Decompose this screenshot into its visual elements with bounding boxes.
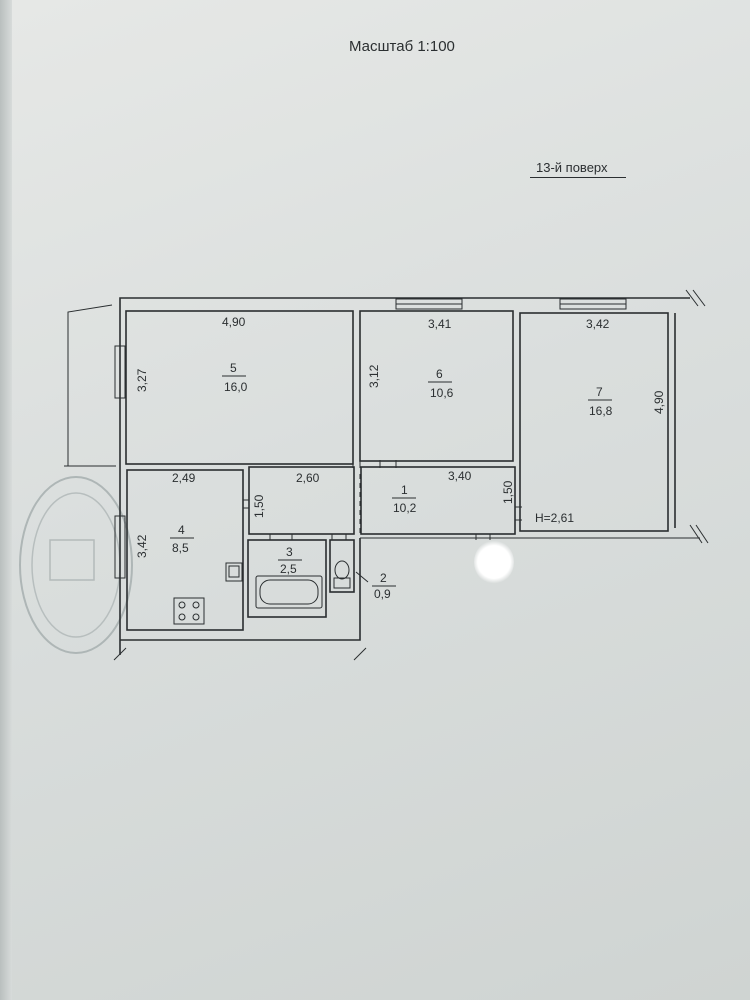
scale-label: Масштаб 1:100 — [349, 38, 455, 55]
lower-outer-wall — [120, 538, 361, 641]
svg-text:10,2: 10,2 — [393, 501, 417, 515]
svg-text:3: 3 — [286, 545, 293, 559]
bathtub-icon — [255, 575, 323, 609]
dim-room-1-height: 1,50 — [501, 480, 515, 504]
room-5-label: 5 16,0 — [222, 361, 248, 394]
room-6-label: 6 10,6 — [428, 367, 454, 400]
room-2-leader — [355, 571, 369, 583]
svg-text:10,6: 10,6 — [430, 386, 454, 400]
loggia-outline — [67, 304, 114, 467]
svg-text:2: 2 — [380, 571, 387, 585]
svg-text:16,0: 16,0 — [224, 380, 248, 394]
dim-room-4-height: 3,42 — [135, 534, 149, 558]
room-7-outline — [519, 312, 669, 532]
room-4-outline — [126, 469, 244, 631]
svg-text:5: 5 — [230, 361, 237, 375]
room-2-outline — [329, 539, 355, 593]
dim-room-6-height: 3,12 — [367, 364, 381, 388]
room-1-label: 1 10,2 — [392, 483, 417, 515]
dim-room-7-width: 3,42 — [586, 317, 610, 331]
floor-label: 13-й поверх — [536, 160, 608, 175]
sink-icon — [225, 562, 243, 582]
break-mark-right — [689, 524, 703, 544]
room-1-outline — [360, 466, 516, 535]
svg-text:6: 6 — [436, 367, 443, 381]
dim-room-5-height: 3,27 — [135, 368, 149, 392]
svg-text:4: 4 — [178, 523, 185, 537]
dim-corridor-width: 2,60 — [296, 471, 320, 485]
toilet-icon — [333, 560, 351, 589]
outer-wall — [119, 297, 690, 655]
svg-text:8,5: 8,5 — [172, 541, 189, 555]
break-mark-bottom-left — [113, 647, 127, 661]
room-3-label: 3 2,5 — [278, 545, 302, 576]
room-2-label: 2 0,9 — [372, 571, 396, 601]
room-7-label: 7 16,8 — [588, 385, 613, 418]
break-mark-right-2 — [695, 524, 709, 544]
svg-text:2,5: 2,5 — [280, 562, 297, 576]
dim-room-6-width: 3,41 — [428, 317, 452, 331]
dim-room-7-height: 4,90 — [652, 390, 666, 414]
dim-room-5-width: 4,90 — [222, 315, 246, 329]
room-3-outline — [247, 539, 327, 618]
break-mark-top-right — [685, 289, 699, 307]
redaction-mark — [474, 540, 514, 584]
room-4-label: 4 8,5 — [170, 523, 194, 555]
break-mark-bottom-mid — [353, 647, 367, 661]
svg-text:7: 7 — [596, 385, 603, 399]
svg-text:0,9: 0,9 — [374, 587, 391, 601]
svg-text:1: 1 — [401, 483, 408, 497]
paper-edge — [0, 0, 12, 1000]
ceiling-height-label: H=2,61 — [535, 511, 574, 525]
dim-room-4-width: 2,49 — [172, 471, 196, 485]
room-6-outline — [359, 310, 514, 462]
break-mark-top-right-2 — [692, 289, 706, 307]
floor-label-underline — [530, 177, 626, 178]
stove-icon — [173, 597, 205, 625]
svg-text:16,8: 16,8 — [589, 404, 613, 418]
dim-corridor-height: 1,50 — [252, 494, 266, 518]
room-5-outline — [125, 310, 354, 465]
dim-room-1-width: 3,40 — [448, 469, 472, 483]
